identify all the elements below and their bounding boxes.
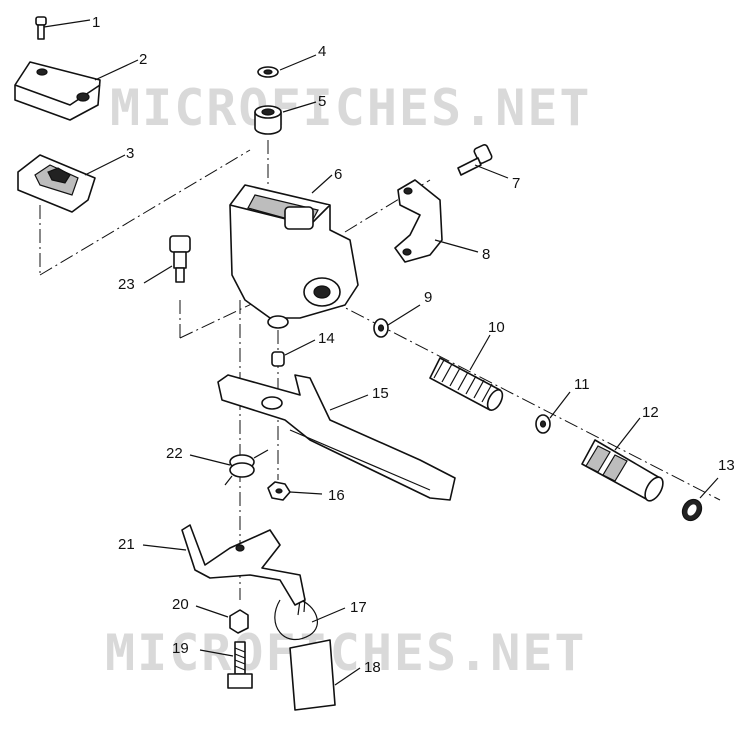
part-2-cover bbox=[14, 59, 139, 121]
part-21-bracket bbox=[142, 524, 306, 606]
part-23-pivot-bolt bbox=[143, 235, 191, 284]
watermark-top: MICROFICHES.NET bbox=[110, 79, 592, 137]
callout-13: 13 bbox=[718, 457, 735, 474]
callout-23: 23 bbox=[118, 276, 135, 293]
part-20-nut bbox=[195, 605, 249, 634]
callout-21: 21 bbox=[118, 536, 135, 553]
callout-7: 7 bbox=[512, 175, 520, 192]
callout-22: 22 bbox=[166, 445, 183, 462]
callout-4: 4 bbox=[318, 43, 326, 60]
callout-9: 9 bbox=[424, 289, 432, 306]
part-9-washer bbox=[373, 304, 421, 338]
part-8-clamp bbox=[394, 179, 479, 263]
callout-5: 5 bbox=[318, 93, 326, 110]
part-15-lever bbox=[217, 374, 456, 501]
callout-1: 1 bbox=[92, 14, 100, 31]
callout-20: 20 bbox=[172, 596, 189, 613]
part-10-spring bbox=[429, 334, 504, 411]
callout-19: 19 bbox=[172, 640, 189, 657]
part-11-washer bbox=[535, 391, 571, 434]
callout-labels: 1 2 3 4 5 6 7 8 9 10 11 12 13 14 15 16 1… bbox=[92, 14, 735, 676]
part-6-master-cylinder bbox=[229, 174, 359, 329]
part-13-oring bbox=[681, 477, 719, 522]
part-5-bushing bbox=[254, 101, 317, 135]
part-16-nut bbox=[267, 481, 323, 501]
callout-11: 11 bbox=[574, 376, 590, 393]
part-4-washer bbox=[257, 54, 317, 78]
part-1-screw bbox=[35, 16, 91, 40]
assembly-lines bbox=[39, 140, 721, 600]
callout-6: 6 bbox=[334, 166, 342, 183]
callout-17: 17 bbox=[350, 599, 367, 616]
watermark-bottom: MICROFICHES.NET bbox=[105, 624, 587, 682]
callout-10: 10 bbox=[488, 319, 505, 336]
callout-2: 2 bbox=[139, 51, 147, 68]
callout-18: 18 bbox=[364, 659, 381, 676]
callout-16: 16 bbox=[328, 487, 345, 504]
part-3-diaphragm bbox=[17, 154, 126, 213]
callout-12: 12 bbox=[642, 404, 659, 421]
part-14-bushing bbox=[271, 339, 316, 367]
callout-15: 15 bbox=[372, 385, 389, 402]
part-7-bolt bbox=[457, 143, 509, 179]
callout-14: 14 bbox=[318, 330, 335, 347]
part-12-piston bbox=[581, 417, 664, 502]
part-19-bolt bbox=[199, 641, 253, 689]
callout-8: 8 bbox=[482, 246, 490, 263]
part-18-switch bbox=[289, 639, 361, 711]
part-22-torsion-spring bbox=[189, 449, 269, 486]
callout-3: 3 bbox=[126, 145, 134, 162]
